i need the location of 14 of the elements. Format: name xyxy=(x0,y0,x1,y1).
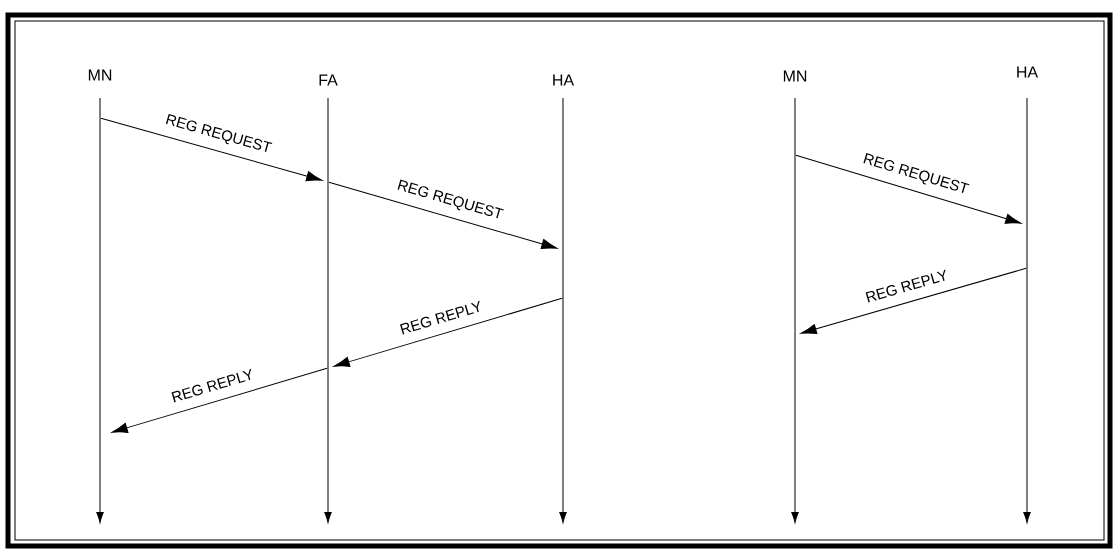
message-arrow xyxy=(333,297,563,367)
message-arrow xyxy=(328,181,558,250)
edge-label: REG REPLY xyxy=(397,299,485,337)
lifeline-label: MN xyxy=(783,70,807,82)
edge-label: REG REPLY xyxy=(863,268,951,305)
edge-label: REG REPLY xyxy=(169,367,256,405)
message-arrow xyxy=(800,267,1027,335)
lifeline-label: MN xyxy=(88,69,112,81)
lifeline-label: HA xyxy=(1017,66,1039,78)
lifeline-label: HA xyxy=(553,74,575,86)
message-arrow xyxy=(100,117,323,182)
message-arrow xyxy=(111,367,328,433)
message-arrow xyxy=(795,154,1022,224)
lifeline-label: FA xyxy=(319,74,338,86)
